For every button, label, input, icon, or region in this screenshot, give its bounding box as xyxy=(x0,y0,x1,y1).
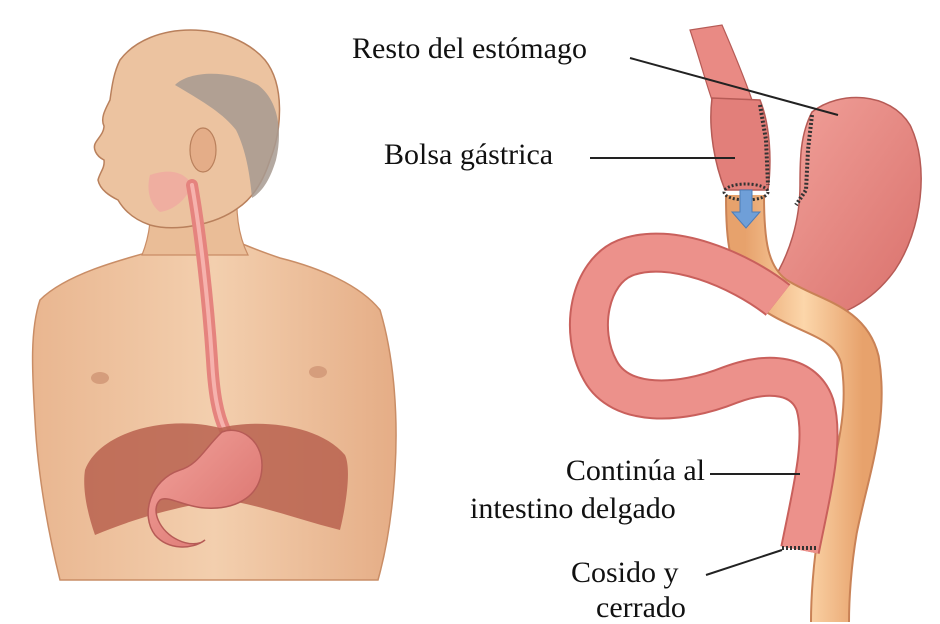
right-nipple xyxy=(309,366,327,378)
human-figure xyxy=(33,30,396,580)
label-rest-of-stomach: Resto del estómago xyxy=(352,34,587,64)
gastric-pouch xyxy=(711,98,770,190)
left-nipple xyxy=(91,372,109,384)
leader-sewn xyxy=(706,550,782,575)
ear xyxy=(190,128,216,172)
label-sewn-line2: cerrado xyxy=(596,593,686,623)
label-continues-line2: intestino delgado xyxy=(470,494,676,524)
label-gastric-pouch: Bolsa gástrica xyxy=(384,140,553,170)
bypass-anatomy xyxy=(589,25,921,622)
label-sewn-line1: Cosido y xyxy=(571,558,679,588)
label-continues-line1: Continúa al xyxy=(470,456,705,486)
